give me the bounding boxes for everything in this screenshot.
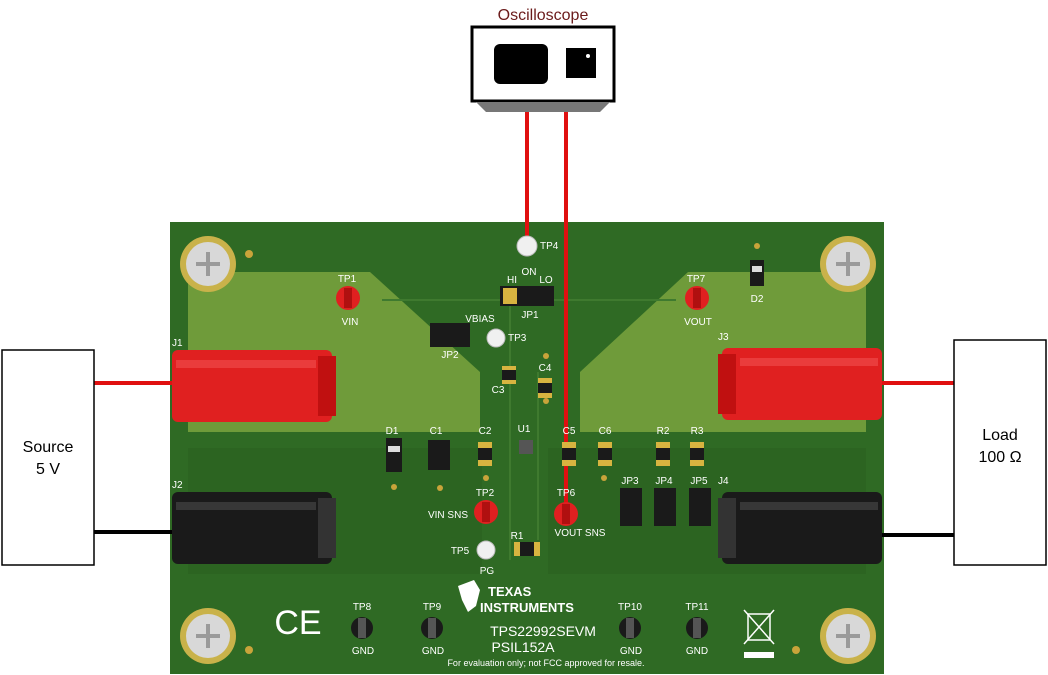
label-tp11: TP11 — [685, 602, 709, 613]
load-box — [953, 339, 1047, 566]
pcb-number: PSIL152A — [491, 639, 555, 655]
label-jp4: JP4 — [655, 476, 673, 487]
label-tp4: TP4 — [540, 241, 559, 252]
label-gnd-tp9: GND — [422, 646, 444, 657]
capacitor-c3 — [502, 366, 516, 384]
oscilloscope-title: Oscilloscope — [498, 7, 589, 24]
board-name: TPS22992SEVM — [490, 623, 596, 639]
label-vout: VOUT — [684, 317, 712, 328]
connector-j2 — [172, 492, 336, 564]
label-jp5: JP5 — [690, 476, 708, 487]
label-vbias: VBIAS — [465, 314, 495, 325]
testpoint-tp1 — [336, 286, 360, 310]
ti-logo-text-line2: INSTRUMENTS — [480, 600, 574, 615]
label-gnd-tp10: GND — [620, 646, 642, 657]
load-label: Load — [982, 427, 1018, 444]
connector-j1 — [172, 350, 336, 422]
capacitor-c6 — [598, 442, 612, 466]
resistor-r2 — [656, 442, 670, 466]
mounting-screw-top-left — [180, 236, 236, 292]
capacitor-c1 — [428, 440, 450, 470]
label-j2: J2 — [172, 480, 183, 491]
label-j3: J3 — [718, 332, 729, 343]
label-hi: HI — [507, 275, 517, 286]
mounting-screw-bottom-left — [180, 608, 236, 664]
label-r2: R2 — [657, 426, 670, 437]
label-tp6: TP6 — [557, 488, 576, 499]
resistor-r3 — [690, 442, 704, 466]
label-vout-sns: VOUT SNS — [555, 528, 606, 539]
testpoint-tp6 — [554, 502, 578, 526]
diode-d1 — [386, 438, 402, 472]
label-gnd-tp8: GND — [352, 646, 374, 657]
testpoint-tp9 — [421, 617, 443, 639]
source-voltage: 5 V — [36, 461, 60, 478]
label-tp9: TP9 — [423, 602, 442, 613]
label-c5: C5 — [563, 426, 576, 437]
label-c4: C4 — [539, 363, 552, 374]
label-j4: J4 — [718, 476, 729, 487]
testpoint-tp2 — [474, 500, 498, 524]
connector-j3 — [718, 348, 882, 420]
testpoint-tp7 — [685, 286, 709, 310]
vias — [391, 243, 760, 491]
label-vin-sns: VIN SNS — [428, 510, 468, 521]
ti-logo-text-line1: TEXAS — [488, 584, 532, 599]
label-tp7: TP7 — [687, 274, 706, 285]
label-jp3: JP3 — [621, 476, 639, 487]
label-tp8: TP8 — [353, 602, 372, 613]
testpoint-tp5 — [476, 540, 496, 560]
oscilloscope-icon — [470, 25, 616, 112]
capacitor-c5 — [562, 442, 576, 466]
ce-mark: CE — [274, 604, 321, 642]
mounting-screw-bottom-right — [820, 608, 876, 664]
label-c2: C2 — [479, 426, 492, 437]
fcc-disclaimer: For evaluation only; not FCC approved fo… — [447, 658, 644, 668]
label-tp10: TP10 — [618, 602, 642, 613]
source-label: Source — [23, 439, 74, 456]
testpoint-tp10 — [619, 617, 641, 639]
resistor-r1 — [514, 542, 540, 556]
label-pg: PG — [480, 566, 495, 577]
testpoint-tp8 — [351, 617, 373, 639]
testpoint-tp11 — [686, 617, 708, 639]
jumper-jp2 — [430, 323, 470, 347]
capacitor-c4 — [538, 378, 552, 398]
label-j1: J1 — [172, 338, 183, 349]
label-tp3: TP3 — [508, 333, 527, 344]
testpoint-tp3 — [486, 328, 506, 348]
label-d2: D2 — [751, 294, 764, 305]
jumper-jp1 — [500, 286, 554, 306]
label-d1: D1 — [386, 426, 399, 437]
source-box — [1, 349, 95, 566]
label-r3: R3 — [691, 426, 704, 437]
mounting-screw-top-right — [820, 236, 876, 292]
label-u1: U1 — [518, 424, 531, 435]
label-tp1: TP1 — [338, 274, 357, 285]
label-jp2: JP2 — [441, 350, 459, 361]
label-tp5: TP5 — [451, 546, 470, 557]
label-r1: R1 — [511, 531, 524, 542]
diode-d2 — [750, 260, 764, 286]
load-resistance: 100 Ω — [978, 449, 1021, 466]
weee-bin-icon — [743, 609, 775, 658]
label-vin: VIN — [342, 317, 359, 328]
testpoint-tp4 — [516, 235, 538, 257]
label-lo: LO — [539, 275, 553, 286]
ti-logo-icon — [458, 580, 480, 612]
label-tp2: TP2 — [476, 488, 495, 499]
capacitor-c2 — [478, 442, 492, 466]
ic-u1 — [519, 440, 533, 454]
jumper-jp3 — [620, 488, 642, 526]
jumper-jp5 — [689, 488, 711, 526]
label-c1: C1 — [430, 426, 443, 437]
label-jp1: JP1 — [521, 310, 539, 321]
label-c3: C3 — [492, 385, 505, 396]
connector-j4 — [718, 492, 882, 564]
label-gnd-tp11: GND — [686, 646, 708, 657]
label-c6: C6 — [599, 426, 612, 437]
jumper-jp4 — [654, 488, 676, 526]
label-on: ON — [522, 267, 537, 278]
